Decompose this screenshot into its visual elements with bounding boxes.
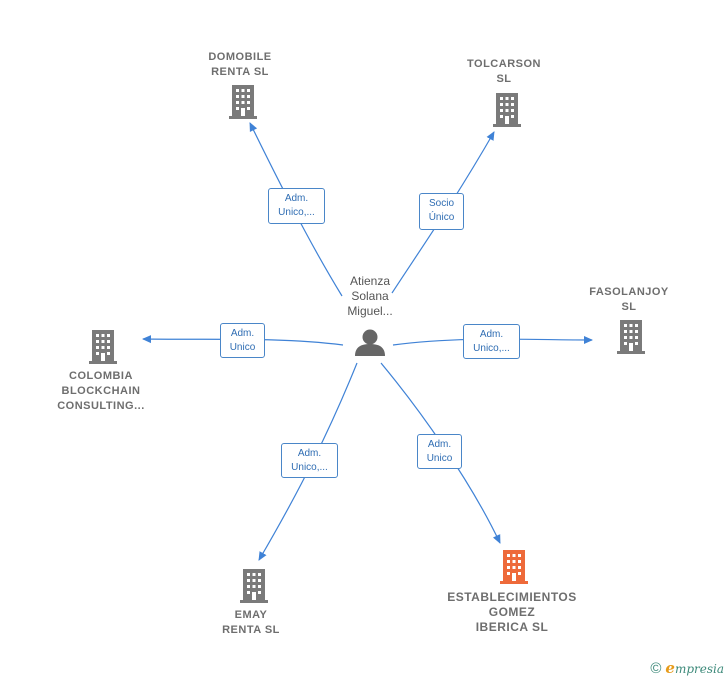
building-icon[interactable] — [500, 550, 528, 584]
company-label-emay[interactable]: EMAY RENTA SL — [222, 609, 280, 636]
person-icon[interactable] — [355, 329, 385, 357]
relation-box-tolcarson[interactable]: Socio Único — [419, 193, 464, 230]
building-icon[interactable] — [229, 85, 257, 119]
copyright-icon: © — [650, 660, 662, 677]
person-name[interactable]: Atienza Solana Miguel... — [347, 274, 393, 318]
building-icon[interactable] — [617, 320, 645, 354]
company-label-establecimientos[interactable]: ESTABLECIMIENTOS GOMEZ IBERICA SL — [447, 590, 577, 634]
building-icon[interactable] — [493, 93, 521, 127]
brand-logo: empresia — [665, 659, 724, 677]
building-icon[interactable] — [89, 330, 117, 364]
company-label-domobile[interactable]: DOMOBILE RENTA SL — [208, 51, 272, 78]
relation-box-fasolanjoy[interactable]: Adm. Unico,... — [463, 324, 520, 359]
company-label-tolcarson[interactable]: TOLCARSON SL — [467, 58, 541, 85]
relation-box-establecimientos[interactable]: Adm. Unico — [417, 434, 462, 469]
building-icon[interactable] — [240, 569, 268, 603]
edge-domobile — [249, 122, 343, 297]
relation-box-colombia[interactable]: Adm. Unico — [220, 323, 265, 358]
company-label-colombia[interactable]: COLOMBIA BLOCKCHAIN CONSULTING... — [57, 370, 145, 412]
relation-box-emay[interactable]: Adm. Unico,... — [281, 443, 338, 478]
brand-footer[interactable]: ©empresia — [650, 659, 724, 677]
company-label-fasolanjoy[interactable]: FASOLANJOY SL — [589, 286, 669, 313]
relation-box-domobile[interactable]: Adm. Unico,... — [268, 188, 325, 224]
